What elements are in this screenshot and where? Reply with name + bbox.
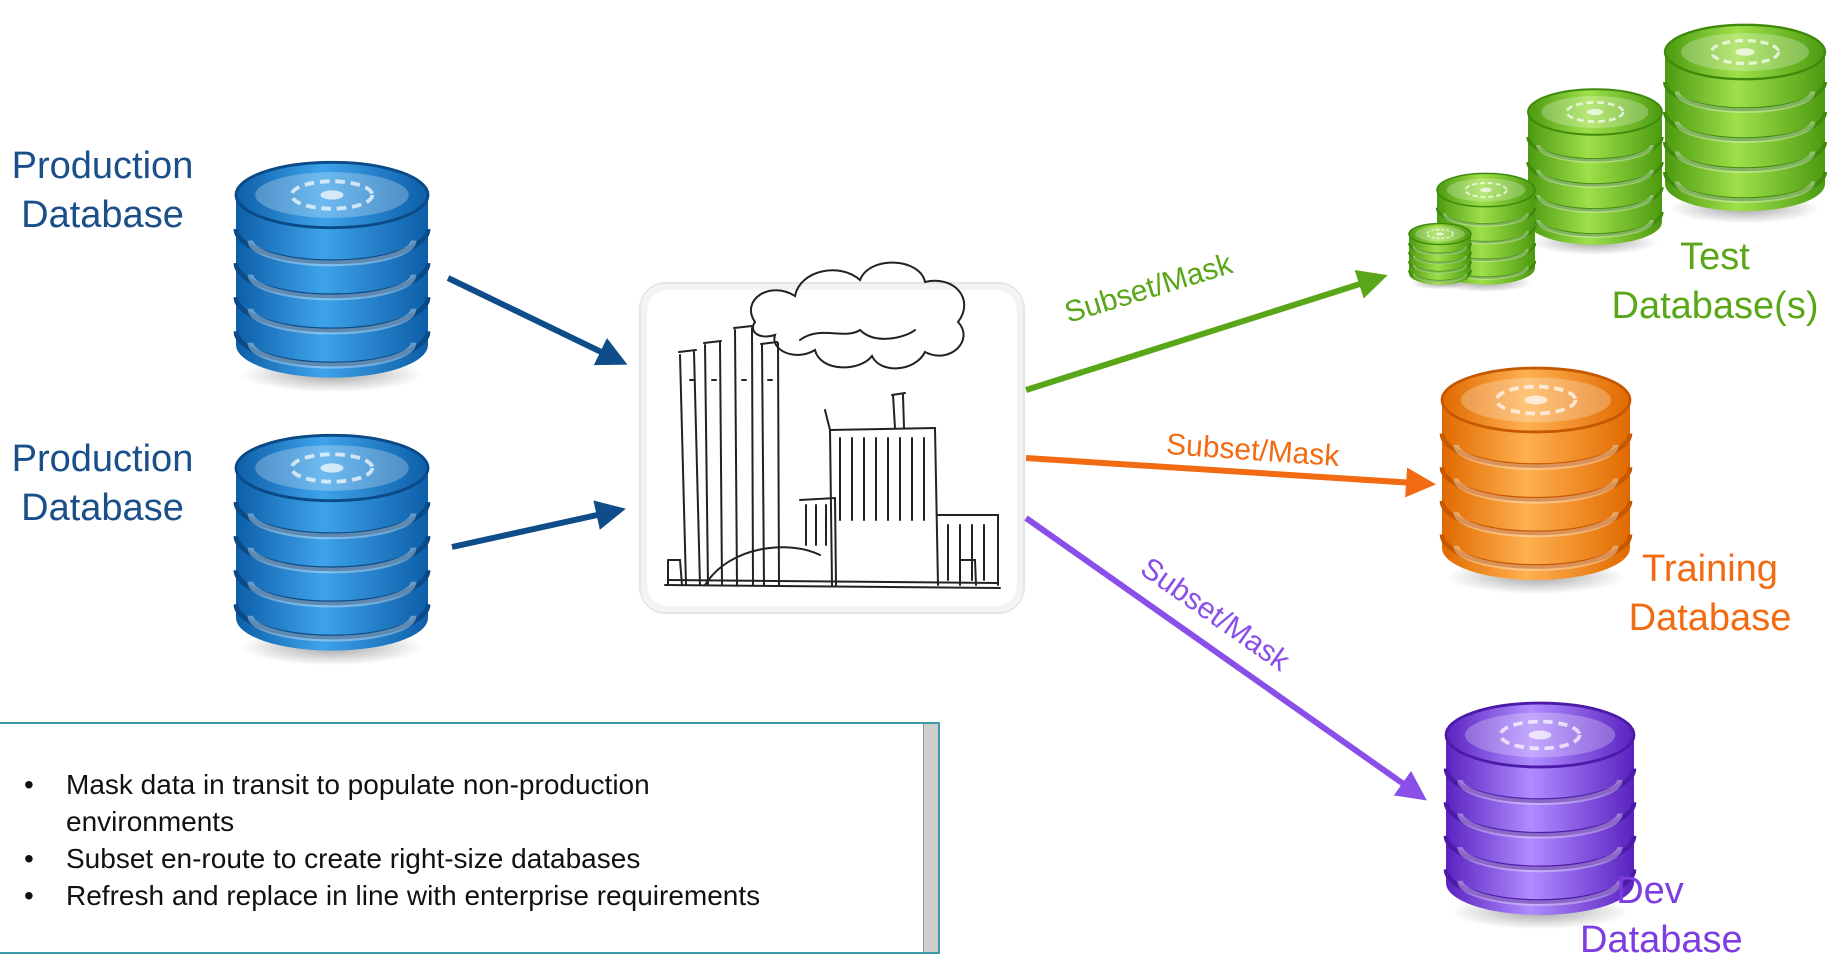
source-label-1-line1: Production (11, 145, 194, 187)
arrow-dev (1024, 515, 1427, 801)
bullet-text-cont: environments (66, 806, 235, 837)
arrow-source-1 (446, 275, 628, 366)
bullet-text: Refresh and replace in line with enterpr… (66, 880, 761, 911)
bullet-marker: • (24, 769, 34, 800)
dev-database-icon (1443, 701, 1637, 930)
test-db-label: Test Database(s) (1600, 233, 1830, 331)
bullet-list: • Mask data in transit to populate non-p… (20, 766, 760, 914)
arrows (446, 269, 1436, 801)
test-database-icon-xl (1663, 23, 1827, 224)
test-database-icon-sm (1408, 222, 1472, 290)
info-box-scrollbar (923, 724, 938, 952)
dev-db-label: Dev Database (1580, 867, 1743, 965)
arrow-training (1025, 455, 1436, 498)
arrow-test (1025, 269, 1388, 393)
training-db-label-line2: Database (1628, 597, 1792, 639)
source-label-1-line2: Database (21, 194, 184, 236)
training-database-icon (1439, 366, 1633, 595)
source-label-1: Production Database (0, 142, 205, 240)
bullet-text: Subset en-route to create right-size dat… (66, 843, 641, 874)
factory-sketch-icon (639, 261, 1025, 614)
training-db-label: Training Database (1610, 545, 1810, 643)
arrow-source-2 (451, 500, 626, 550)
source-label-2-line1: Production (11, 438, 194, 480)
test-database-icon-lg (1526, 88, 1664, 256)
source-label-2-line2: Database (21, 487, 184, 529)
bullet-marker: • (24, 843, 34, 874)
bullet-item: • Subset en-route to create right-size d… (20, 840, 760, 877)
bullet-item: • Mask data in transit to populate non-p… (20, 766, 760, 840)
info-box: • Mask data in transit to populate non-p… (0, 722, 940, 954)
production-database-icon-2 (233, 433, 431, 666)
bullet-marker: • (24, 880, 34, 911)
source-label-2: Production Database (0, 435, 205, 533)
production-database-icon-1 (233, 160, 431, 393)
test-db-label-line1: Test (1680, 236, 1750, 278)
training-db-label-line1: Training (1642, 548, 1778, 590)
bullet-text: Mask data in transit to populate non-pro… (66, 769, 650, 800)
bullet-item: • Refresh and replace in line with enter… (20, 877, 760, 914)
dev-db-label-line1: Dev (1616, 870, 1684, 912)
test-db-label-line2: Database(s) (1611, 285, 1819, 327)
dev-db-label-line2: Database (1580, 919, 1743, 961)
